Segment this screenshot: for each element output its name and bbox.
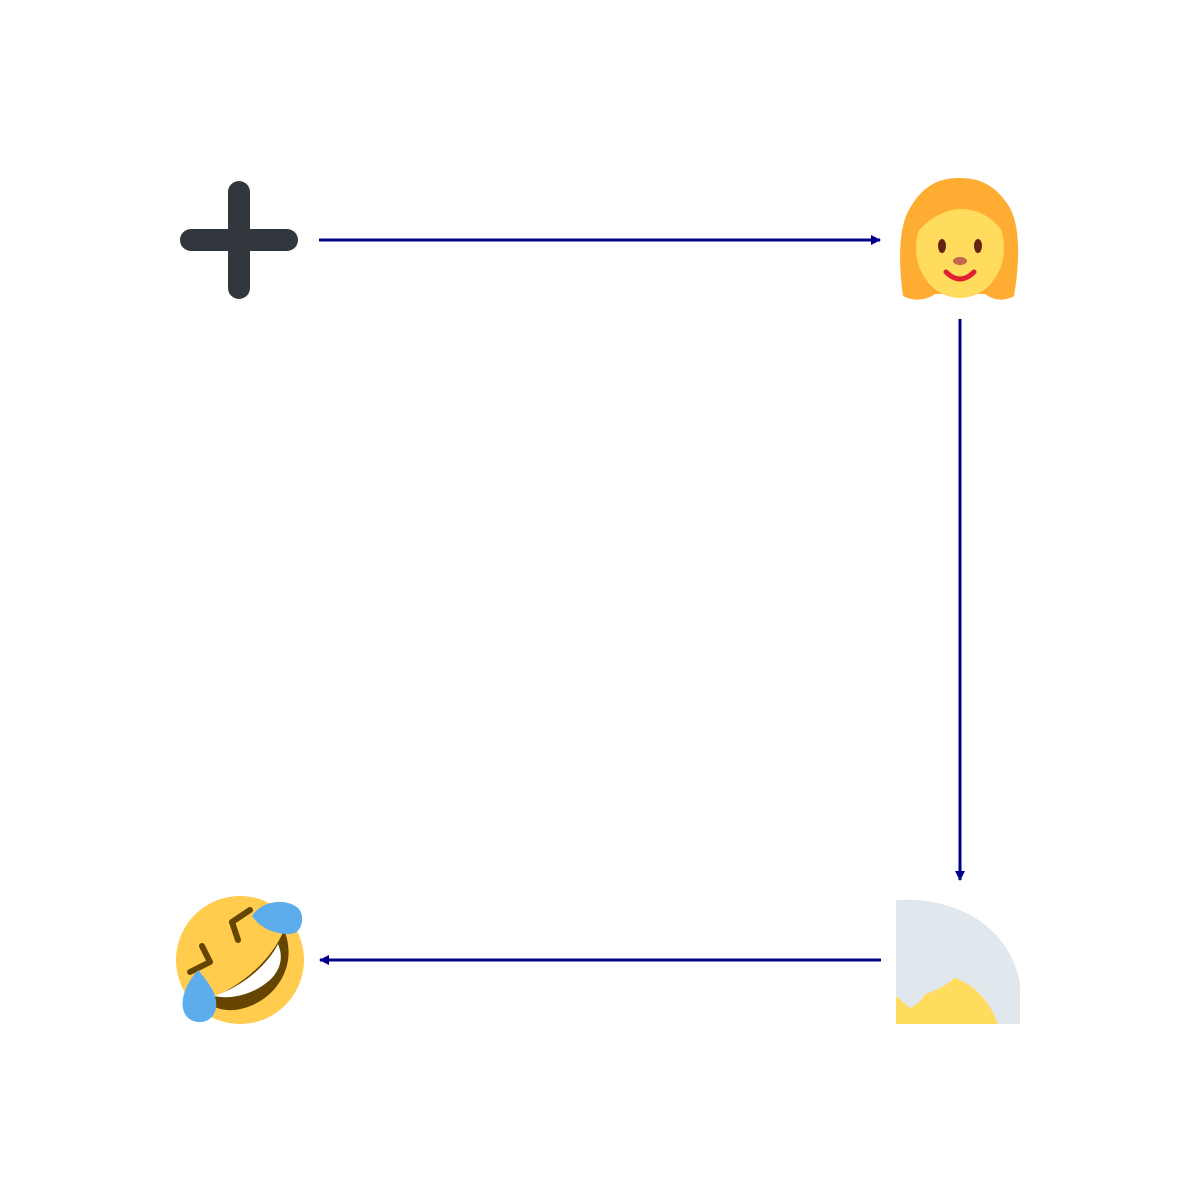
white-haired-person-icon	[896, 899, 1020, 1024]
heavy-plus-sign-icon	[180, 181, 298, 299]
edges	[319, 235, 965, 965]
woman-icon	[900, 178, 1019, 300]
rolling-on-the-floor-laughing-icon	[176, 896, 304, 1024]
